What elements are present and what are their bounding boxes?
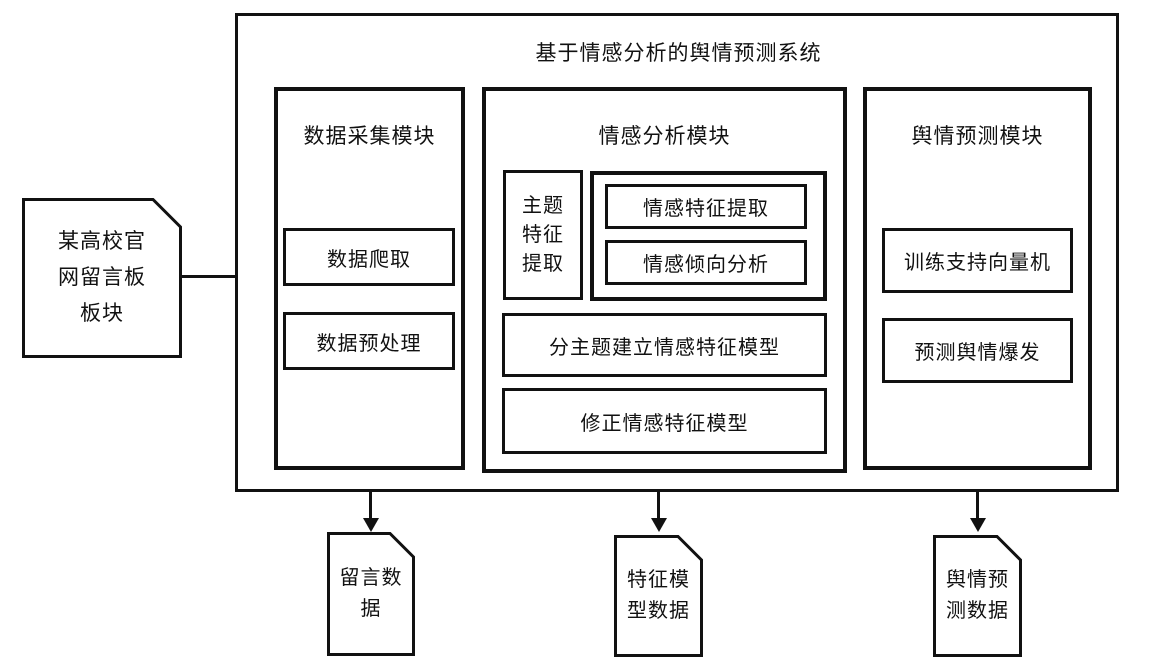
arrowhead-down-icon-3 <box>969 518 986 532</box>
arrow-to-prediction-data <box>976 492 979 520</box>
document-shape <box>614 535 703 657</box>
source-label: 某高校官网留言板板块 <box>57 229 146 325</box>
arrow-to-feature-model-data <box>657 492 660 520</box>
output-message-data-label: 留言数据 <box>339 567 403 620</box>
box-data-crawl-label: 数据爬取 <box>327 248 411 271</box>
arrow-to-message-data <box>369 492 372 520</box>
module-sentiment-analysis-title: 情感分析模块 <box>598 124 731 148</box>
box-train-svm: 训练支持向量机 <box>882 228 1073 293</box>
module-opinion-prediction: 舆情预测模块 训练支持向量机 预测舆情爆发 <box>863 87 1092 470</box>
document-shape <box>327 532 415 656</box>
output-feature-model-data: 特征模型数据 <box>614 535 703 657</box>
box-predict-outbreak: 预测舆情爆发 <box>882 318 1073 383</box>
box-topic-feature-extraction-label: 主题特征提取 <box>522 194 564 275</box>
arrowhead-down-icon-1 <box>362 518 379 532</box>
box-revise-sentiment-model: 修正情感特征模型 <box>502 388 827 454</box>
document-shape <box>22 198 182 358</box>
output-prediction-data-label: 舆情预测数据 <box>946 569 1009 622</box>
box-sentiment-tendency-analysis: 情感倾向分析 <box>605 240 807 285</box>
module-data-collection: 数据采集模块 数据爬取 数据预处理 <box>274 87 465 470</box>
module-data-collection-title: 数据采集模块 <box>303 124 436 148</box>
box-build-sentiment-model-label: 分主题建立情感特征模型 <box>549 336 780 359</box>
box-sentiment-feature-extraction-label: 情感特征提取 <box>643 198 769 220</box>
output-message-data: 留言数据 <box>327 532 415 656</box>
box-train-svm-label: 训练支持向量机 <box>904 252 1051 274</box>
source-node: 某高校官网留言板板块 <box>22 198 182 358</box>
document-shape <box>933 535 1022 657</box>
sentiment-subgroup: 情感特征提取 情感倾向分析 <box>590 171 827 301</box>
output-feature-model-data-label: 特征模型数据 <box>627 569 690 622</box>
box-topic-feature-extraction: 主题特征提取 <box>503 170 583 300</box>
module-opinion-prediction-title: 舆情预测模块 <box>911 124 1044 148</box>
box-build-sentiment-model: 分主题建立情感特征模型 <box>502 313 827 377</box>
system-title: 基于情感分析的舆情预测系统 <box>535 41 822 65</box>
module-sentiment-analysis: 情感分析模块 主题特征提取 情感特征提取 情感倾向分析 分主题建立情感特征模型 … <box>482 87 847 473</box>
box-predict-outbreak-label: 预测舆情爆发 <box>914 342 1041 364</box>
box-data-preprocess: 数据预处理 <box>283 312 455 370</box>
box-revise-sentiment-model-label: 修正情感特征模型 <box>580 412 749 435</box>
output-prediction-data: 舆情预测数据 <box>933 535 1022 657</box>
arrow-source-to-system <box>182 275 261 278</box>
box-data-crawl: 数据爬取 <box>283 228 455 286</box>
box-data-preprocess-label: 数据预处理 <box>316 332 422 355</box>
box-sentiment-feature-extraction: 情感特征提取 <box>605 184 807 229</box>
arrowhead-down-icon-2 <box>650 518 667 532</box>
box-sentiment-tendency-analysis-label: 情感倾向分析 <box>643 254 769 276</box>
